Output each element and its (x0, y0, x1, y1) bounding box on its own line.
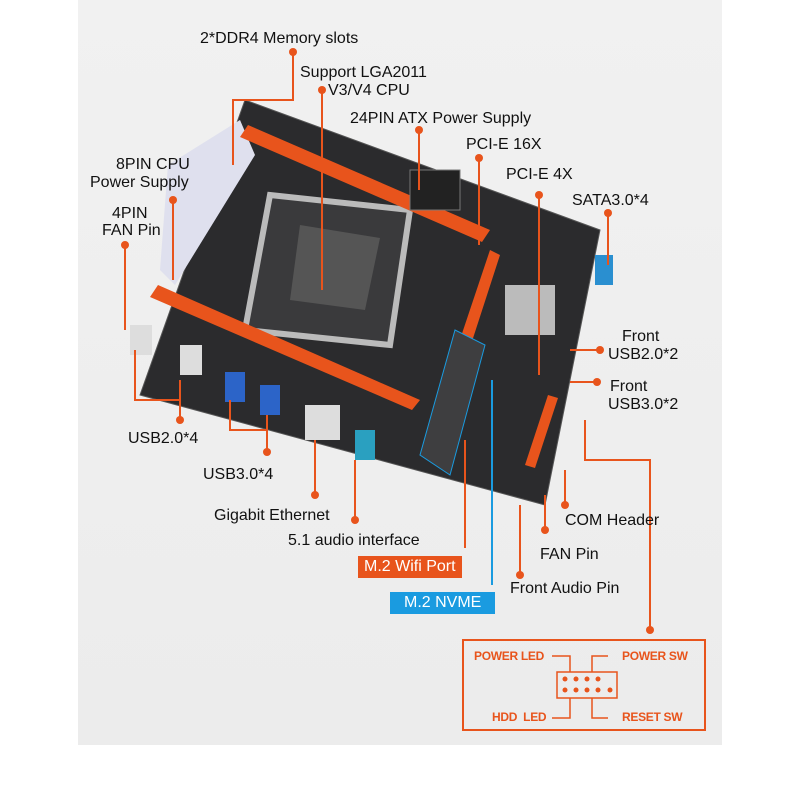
panel-power-led: POWER LED (474, 649, 544, 663)
label-atx: 24PIN ATX Power Supply (350, 110, 532, 127)
label-front-audio: Front Audio Pin (510, 580, 620, 597)
label-ethernet: Gigabit Ethernet (214, 507, 330, 524)
panel-hdd-led: HDD LED (492, 710, 547, 724)
label-front-usb2-2: USB2.0*2 (608, 346, 679, 363)
io-usb3 (225, 372, 245, 402)
front-panel-header (552, 655, 618, 719)
label-com: COM Header (565, 512, 660, 529)
heatsink (160, 120, 255, 285)
label-usb2: USB2.0*4 (128, 430, 199, 447)
cpu-cover (290, 225, 380, 310)
front-panel-box (462, 639, 706, 731)
io-usb2 (130, 325, 152, 355)
label-pcie16: PCI-E 16X (466, 136, 542, 153)
memory-slot (150, 285, 420, 410)
label-cpu: Support LGA2011 (300, 64, 427, 81)
label-front-usb3-2: USB3.0*2 (608, 396, 679, 413)
atx-connector (409, 169, 461, 211)
label-pcie4: PCI-E 4X (506, 166, 573, 183)
label-m2-wifi: M.2 Wifi Port (358, 556, 462, 578)
chipset-heatsink (505, 285, 555, 335)
label-usb3: USB3.0*4 (203, 466, 274, 483)
label-cpu-power-2: Power Supply (90, 174, 189, 191)
label-fan-pin: FAN Pin (540, 546, 599, 563)
label-front-usb2: Front (622, 328, 660, 345)
memory-slot (240, 125, 490, 242)
io-usb3 (260, 385, 280, 415)
io-audio (355, 430, 375, 460)
io-ethernet (305, 405, 340, 440)
panel-reset-sw: RESET SW (622, 710, 683, 724)
label-ddr4: 2*DDR4 Memory slots (200, 30, 359, 47)
label-fan: FAN Pin (102, 222, 161, 239)
label-audio: 5.1 audio interface (288, 532, 420, 549)
m2-slot (419, 329, 486, 476)
io-usb2 (180, 345, 202, 375)
pcie4-slot (525, 395, 558, 468)
label-front-usb3: Front (610, 378, 648, 395)
panel-power-sw: POWER SW (622, 649, 688, 663)
sata-ports (595, 255, 613, 285)
label-4pin: 4PIN (112, 205, 148, 222)
label-sata: SATA3.0*4 (572, 192, 649, 209)
label-cpu-version: V3/V4 CPU (328, 82, 410, 99)
label-m2-nvme: M.2 NVME (390, 592, 496, 614)
label-cpu-power: 8PIN CPU (116, 156, 190, 173)
